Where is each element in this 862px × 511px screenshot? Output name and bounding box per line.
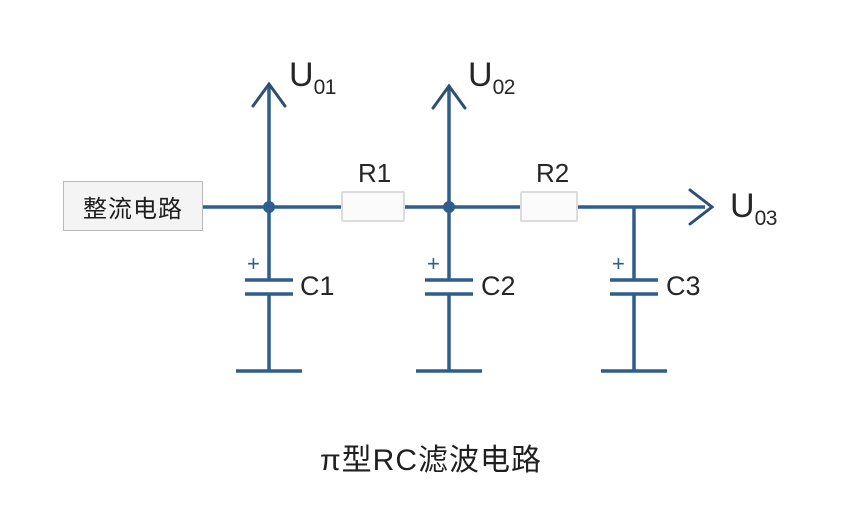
- label-u01-sub: 01: [313, 75, 337, 99]
- branch-1-group: [236, 81, 302, 373]
- label-u01-base: U: [289, 56, 314, 94]
- resistor-r2-body: [520, 191, 578, 222]
- label-c1: C1: [300, 271, 335, 301]
- label-c2: C2: [481, 271, 516, 301]
- label-r2: R2: [536, 158, 570, 188]
- diagram-caption: π型RC滤波电路: [319, 444, 543, 477]
- label-u03-base: U: [730, 187, 755, 225]
- label-u03: U03: [730, 189, 777, 229]
- u03-output-arrow-group: [688, 188, 715, 226]
- polarity-mark-c2: +: [427, 251, 440, 276]
- label-u01: U01: [289, 58, 336, 98]
- junction-dot-node2: [443, 201, 455, 213]
- junction-dot-node1: [263, 201, 275, 213]
- branch-2-group: [416, 83, 482, 373]
- u03-arrowhead-icon: [688, 188, 715, 226]
- label-u02: U02: [468, 58, 515, 98]
- label-u02-sub: 02: [492, 75, 516, 99]
- u02-arrowhead-icon: [431, 83, 467, 110]
- label-u03-sub: 03: [754, 206, 778, 230]
- polarity-mark-c1: +: [247, 251, 260, 276]
- u01-arrowhead-icon: [251, 81, 287, 108]
- label-r1: R1: [358, 158, 392, 188]
- label-c3: C3: [666, 271, 701, 301]
- rectifier-block: 整流电路: [63, 181, 203, 231]
- label-u02-base: U: [468, 56, 493, 94]
- resistor-r1-body: [341, 191, 405, 222]
- branch-3-group: [601, 207, 667, 373]
- polarity-mark-c3: +: [612, 251, 625, 276]
